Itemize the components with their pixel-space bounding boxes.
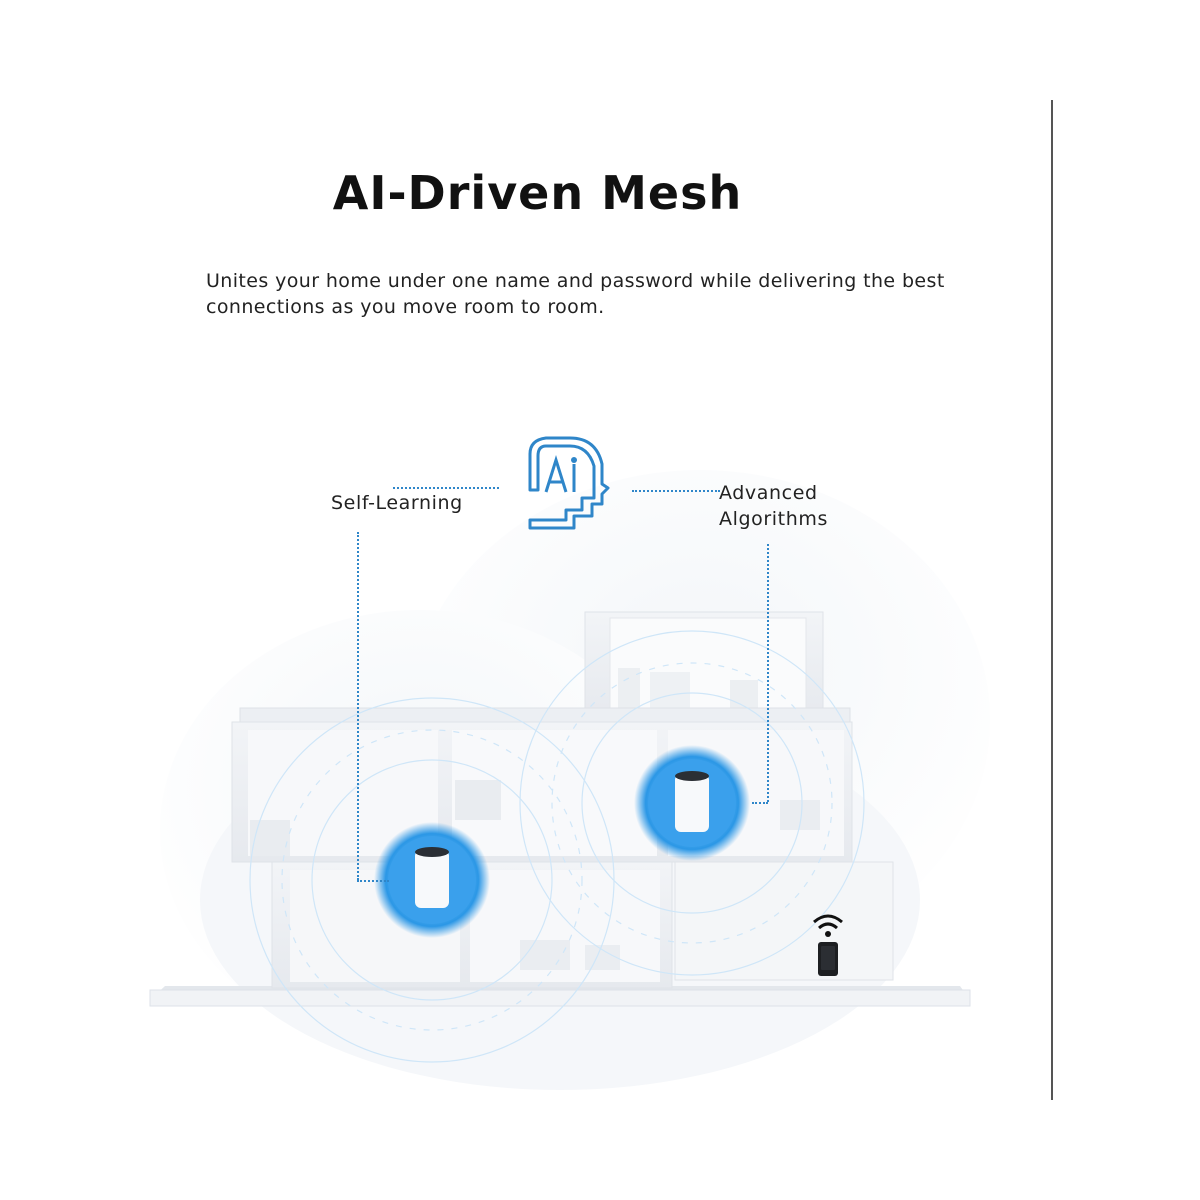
connector-left-horizontal (393, 487, 499, 489)
label-self-learning: Self-Learning (331, 492, 463, 514)
connector-right-horizontal (632, 490, 720, 492)
mesh-router-left (374, 822, 490, 938)
page-title: AI-Driven Mesh (332, 166, 743, 220)
connector-left-vertical (357, 532, 359, 880)
signal-waves (249, 630, 865, 1063)
vertical-divider (1051, 100, 1053, 1100)
smartphone-wifi-icon (813, 914, 843, 976)
connector-right-foot (752, 802, 768, 804)
ai-head-icon (528, 436, 610, 530)
label-advanced-line1: Advanced (719, 482, 818, 504)
mesh-router-right (634, 745, 750, 861)
house-base (149, 986, 971, 1007)
label-advanced-line2: Algorithms (719, 508, 828, 530)
ground-floor (271, 861, 894, 989)
main-floor (231, 721, 853, 863)
connector-left-foot (357, 880, 389, 882)
upper-room (584, 611, 824, 721)
page-description: Unites your home under one name and pass… (206, 270, 945, 318)
label-advanced-algorithms: Advanced Algorithms (719, 480, 859, 532)
connector-right-vertical (767, 544, 769, 802)
